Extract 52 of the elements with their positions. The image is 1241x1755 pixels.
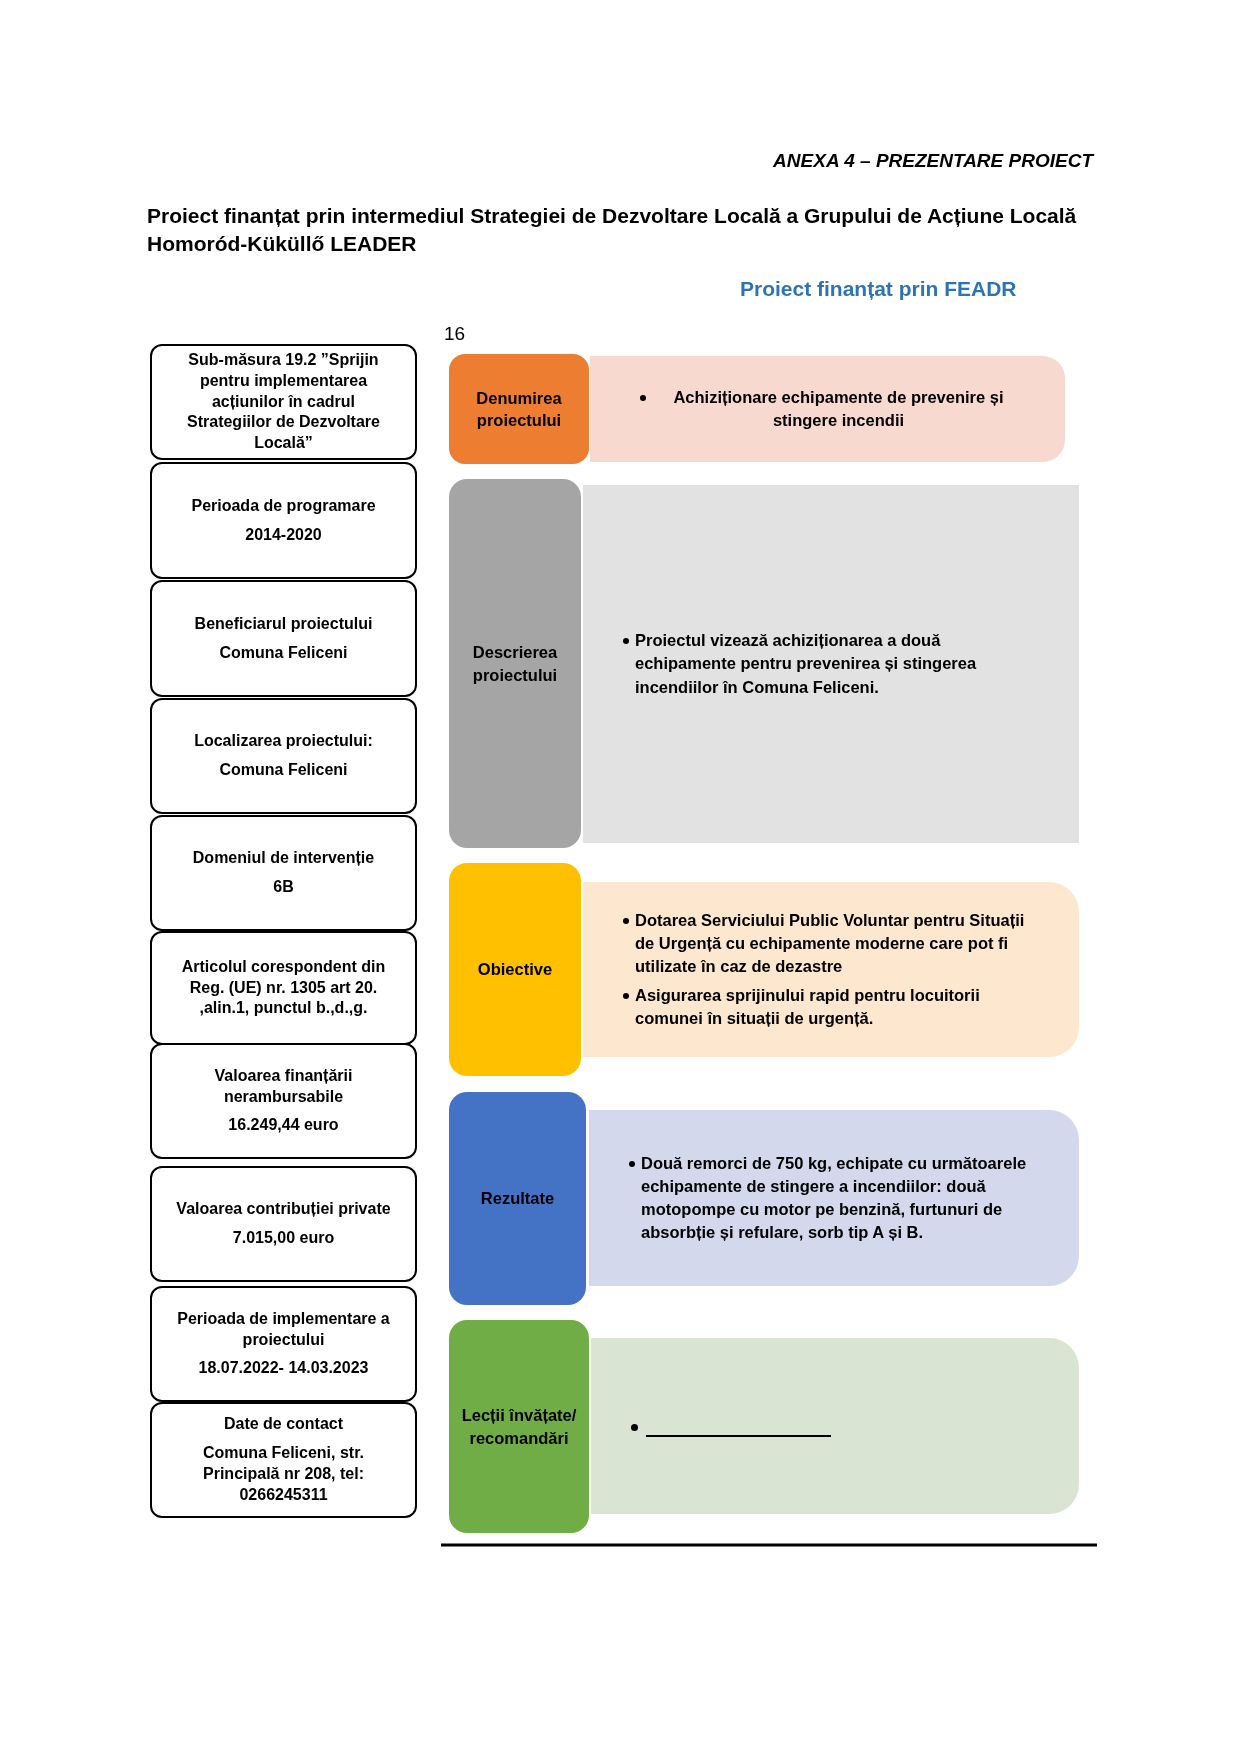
info-text: Perioada de implementare a proiectului — [176, 1308, 391, 1350]
content-panel — [591, 1338, 1079, 1514]
bullet-text: Dotarea Serviciului Public Voluntar pentru Situații de Urgență cu echipamente moderne care pot fi utilizate în caz de dezastre — [623, 908, 1039, 979]
info-box — [150, 1402, 417, 1518]
tab-text: Obiective — [477, 959, 553, 981]
tab-text: Rezultate — [480, 1188, 555, 1210]
info-box — [150, 1166, 417, 1282]
info-text: Valoarea contribuției private — [176, 1199, 391, 1220]
category-tab — [449, 354, 589, 464]
info-box — [150, 1286, 417, 1402]
tab-text: Denumirea proiectului — [475, 387, 563, 431]
info-text: Valoarea finanțării nerambursabile — [213, 1065, 354, 1107]
info-text: Comuna Feliceni — [219, 642, 348, 663]
info-text: Articolul corespondent din Reg. (UE) nr. 1305 art 20. ,alin.1, punctul b.,d.,g. — [180, 956, 387, 1019]
category-tab — [449, 1092, 586, 1305]
info-text: 2014-2020 — [245, 524, 322, 545]
info-box — [150, 815, 417, 931]
category-tab — [449, 863, 581, 1076]
bullet-text: Proiectul vizează achiziționarea a două echipamente pentru prevenirea și stingerea incendiilor în Comuna Feliceni. — [623, 629, 1039, 699]
info-text: Comuna Feliceni, str. Principală nr 208, tel: 0266245311 — [202, 1443, 365, 1505]
info-box — [150, 462, 417, 579]
page-title: Proiect finanțat prin intermediul Strategiei de Dezvoltare Locală a Grupului de Acțiune Locală Homoród-Küküllő LEADER — [147, 203, 1078, 258]
tab-text: Descrierea proiectului — [471, 642, 559, 686]
info-text: Domeniul de intervenție — [192, 848, 375, 869]
info-text: 7.015,00 euro — [232, 1228, 335, 1248]
bullet-text: Achiziționare echipamente de prevenire și stingere incendii — [640, 385, 1025, 433]
info-text: Comuna Feliceni — [219, 760, 348, 780]
category-tab — [449, 1320, 589, 1533]
info-box — [150, 931, 417, 1045]
info-text: Beneficiarul proiectului — [194, 613, 373, 634]
content-panel — [589, 1110, 1079, 1286]
info-text: Sub-măsura 19.2 ”Sprijin pentru implementarea acțiunilor în cadrul Strategiilor de Dezvoltare Locală” — [186, 350, 381, 454]
info-box — [150, 344, 417, 460]
info-box — [150, 580, 417, 697]
annex-heading: ANEXA 4 – PREZENTARE PROIECT — [772, 150, 1093, 172]
page-number: 16 — [444, 323, 466, 345]
info-text: Date de contact — [223, 1414, 344, 1435]
info-box — [150, 698, 417, 814]
content-panel — [583, 485, 1079, 843]
bullet-text: Asigurarea sprijinului rapid pentru locuitorii comunei în situații de urgență. — [623, 984, 1039, 1031]
category-tab — [449, 479, 581, 848]
info-text: 16.249,44 euro — [228, 1115, 339, 1136]
content-panel — [590, 356, 1065, 462]
info-text: 18.07.2022- 14.03.2023 — [198, 1358, 369, 1379]
info-text: Localizarea proiectului: — [194, 731, 373, 752]
bullet-text: Două remorci de 750 kg, echipate cu următoarele echipamente de stingere a incendiilor: două motopompe cu motor pe benzină, furtunuri de absorbție și refulare, sorb tip A și B. — [629, 1151, 1039, 1245]
info-text: Perioada de programare — [191, 495, 376, 516]
funding-note: Proiect finanțat prin FEADR — [740, 277, 1018, 301]
info-box — [150, 1043, 417, 1159]
info-text: 6B — [273, 877, 294, 897]
tab-text: Lecții învățate/ recomandări — [460, 1405, 578, 1449]
content-panel — [583, 882, 1079, 1057]
